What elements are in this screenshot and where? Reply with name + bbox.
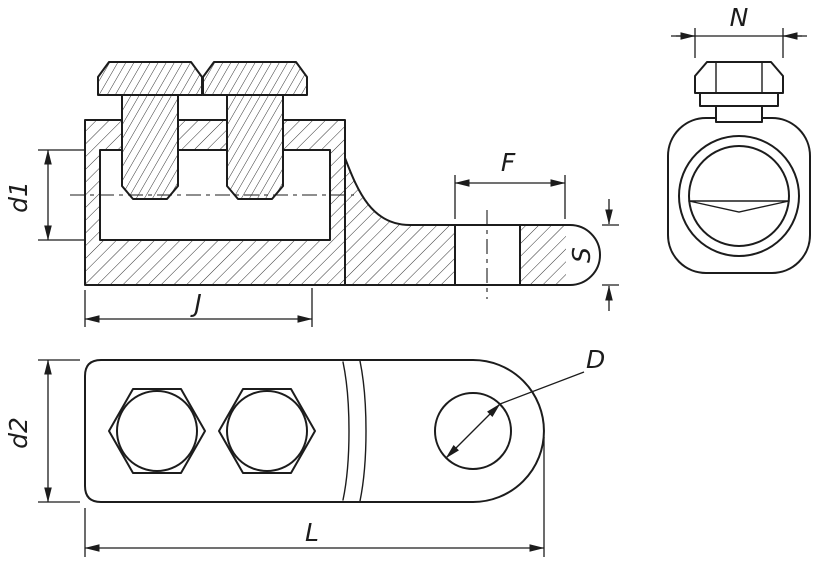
- label-d1: d1: [4, 181, 33, 213]
- body-section-hatch: [85, 120, 345, 285]
- label-L: L: [305, 518, 319, 547]
- transition-curve-2: [359, 360, 367, 502]
- tongue-section-hatch-left: [345, 158, 455, 285]
- dimension-J: J: [84, 288, 313, 327]
- bolt-head-hex-2: [218, 388, 316, 474]
- barrel-bore-circle: [688, 145, 790, 247]
- set-screw-1: [97, 61, 203, 200]
- dimension-d1: d1: [4, 149, 84, 241]
- dimension-F: F: [454, 148, 566, 219]
- plan-view: [84, 359, 545, 503]
- set-screw-2-shaft-hatch: [227, 95, 283, 199]
- bolt-head: [694, 61, 784, 94]
- tongue-outline: [344, 157, 601, 286]
- screw-tip-chord: [688, 200, 790, 213]
- D-diameter-line: [445, 403, 501, 459]
- set-screw-1-head-hatch: [98, 62, 202, 95]
- bolt-head-hex-1: [108, 388, 206, 474]
- bolt-head-circle-2: [226, 390, 308, 472]
- barrel-outer-circle: [678, 135, 800, 257]
- transition-curve-1: [342, 361, 350, 501]
- label-D: D: [586, 345, 605, 374]
- set-screw-2-head-hatch: [203, 62, 307, 95]
- tongue-section-hatch-right: [520, 225, 566, 285]
- dimension-N: N: [671, 3, 807, 58]
- dimension-L: L: [84, 437, 545, 557]
- label-N: N: [730, 3, 749, 32]
- bolt-head-circle-1: [116, 390, 198, 472]
- label-F: F: [501, 148, 516, 177]
- label-S: S: [567, 247, 596, 263]
- set-screw-2: [202, 61, 308, 200]
- dimension-d2: d2: [4, 359, 80, 503]
- bolt-washer: [699, 92, 779, 107]
- dimension-S: S: [567, 199, 619, 311]
- body-outline: [84, 119, 346, 286]
- dimension-D: D: [445, 345, 605, 459]
- label-J: J: [189, 289, 201, 318]
- side-view: [70, 61, 601, 299]
- set-screw-1-shaft-hatch: [122, 95, 178, 199]
- pad-hole-circle: [434, 392, 512, 470]
- D-leader-line: [499, 371, 585, 405]
- label-d2: d2: [4, 417, 33, 449]
- end-view: [667, 61, 811, 274]
